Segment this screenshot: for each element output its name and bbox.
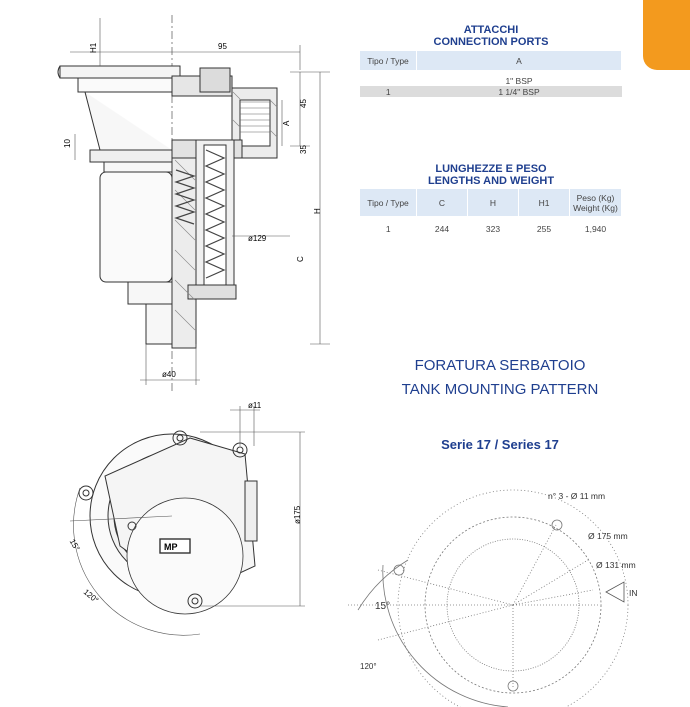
table-cell: 1" BSP bbox=[505, 76, 533, 86]
dim-35: 35 bbox=[299, 145, 308, 154]
connection-title-it: ATTACCHI bbox=[463, 24, 519, 36]
label-angle120: 120° bbox=[360, 662, 377, 671]
lengths-table: Tipo / Type C H H1 Peso (Kg) Weight (Kg)… bbox=[360, 189, 622, 242]
dim-11: ø11 bbox=[248, 401, 262, 410]
label-d175: Ø 175 mm bbox=[588, 531, 628, 541]
table-cell: 1 bbox=[360, 86, 417, 97]
table-row: 1 244 323 255 1,940 bbox=[360, 216, 622, 242]
col-header: Weight (Kg) bbox=[573, 202, 618, 213]
table-cell: 323 bbox=[485, 224, 501, 234]
label-d131: Ø 131 mm bbox=[596, 560, 636, 570]
angle-15: 15° bbox=[68, 538, 82, 553]
label-angle15: 15° bbox=[375, 601, 390, 612]
table-row: 1" BSP bbox=[360, 70, 622, 86]
table-cell: 244 bbox=[434, 224, 450, 234]
col-header: Tipo / Type bbox=[360, 189, 417, 216]
col-header: A bbox=[416, 51, 622, 70]
dim-h1: H1 bbox=[89, 42, 98, 53]
col-header: H bbox=[467, 189, 519, 216]
top-view-drawing: ø11 ø175 15° 120° MP bbox=[68, 401, 305, 636]
mounting-title-en: TANK MOUNTING PATTERN bbox=[401, 381, 599, 398]
col-header: Peso (Kg) bbox=[576, 192, 615, 203]
label-in: IN bbox=[629, 588, 638, 598]
angle-120: 120° bbox=[82, 587, 100, 605]
dim-a: A bbox=[282, 120, 291, 126]
dim-10: 10 bbox=[63, 139, 72, 148]
col-header: Tipo / Type bbox=[360, 51, 417, 70]
mounting-pattern-drawing: n° 3 - Ø 11 mm Ø 175 mm Ø 131 mm IN 15° … bbox=[348, 489, 638, 707]
dim-175: ø175 bbox=[293, 505, 302, 524]
table-cell: 255 bbox=[536, 224, 552, 234]
brand-logo: MP bbox=[164, 542, 178, 552]
mounting-title-it: FORATURA SERBATOIO bbox=[414, 357, 586, 374]
lengths-title-en: LENGTHS AND WEIGHT bbox=[427, 175, 555, 187]
connection-title-en: CONNECTION PORTS bbox=[433, 36, 549, 48]
series-title: Serie 17 / Series 17 bbox=[441, 437, 559, 452]
connection-table-title: ATTACCHI CONNECTION PORTS bbox=[360, 24, 622, 48]
dim-45: 45 bbox=[299, 99, 308, 108]
side-view-drawing: H1 95 10 45 A 35 H C ø129 ø40 bbox=[57, 15, 330, 392]
connection-table: Tipo / Type A 1" BSP 1 1 1/4" BSP bbox=[360, 51, 622, 97]
table-cell: 1 bbox=[385, 224, 391, 234]
lengths-title-it: LUNGHEZZE E PESO bbox=[435, 163, 547, 175]
col-header-weight: Peso (Kg) Weight (Kg) bbox=[569, 189, 622, 216]
lengths-table-title: LUNGHEZZE E PESO LENGTHS AND WEIGHT bbox=[360, 163, 622, 187]
dim-95: 95 bbox=[218, 42, 227, 51]
dim-40: ø40 bbox=[162, 370, 176, 379]
table-cell bbox=[360, 70, 417, 86]
dim-c: C bbox=[296, 256, 305, 262]
dim-129: ø129 bbox=[248, 234, 267, 243]
col-header: H1 bbox=[518, 189, 570, 216]
table-cell: 1 1/4" BSP bbox=[416, 86, 622, 97]
table-row: 1 1 1/4" BSP bbox=[360, 86, 622, 97]
label-holes: n° 3 - Ø 11 mm bbox=[548, 491, 605, 501]
dim-h: H bbox=[313, 208, 322, 214]
page-tab bbox=[643, 0, 690, 70]
col-header: C bbox=[416, 189, 468, 216]
table-cell: 1,940 bbox=[584, 224, 607, 234]
